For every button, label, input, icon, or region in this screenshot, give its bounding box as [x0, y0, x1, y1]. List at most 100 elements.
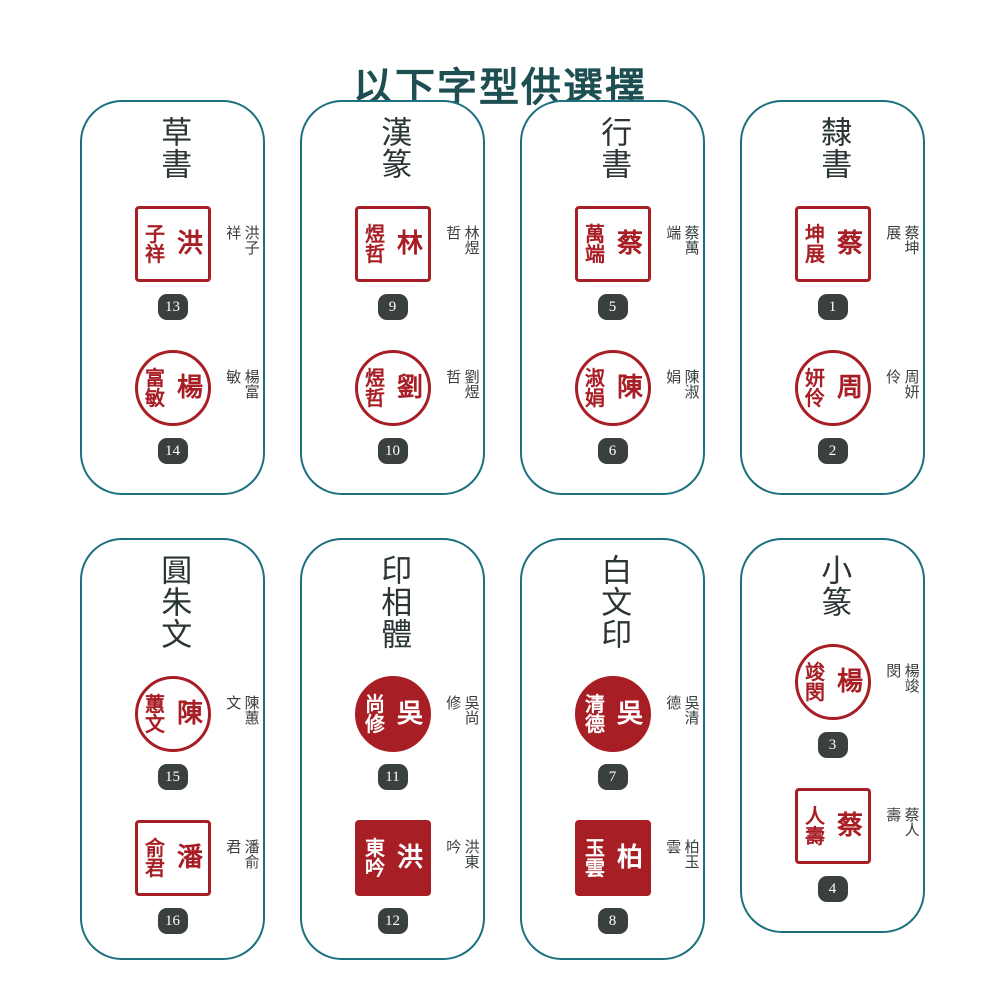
seal-number-badge[interactable]: 3	[817, 732, 848, 758]
seal-owner-name: 洪東吟	[444, 839, 481, 869]
seal-stamp-round-outline[interactable]: 淑娟陳	[574, 350, 651, 426]
seal-glyph-column-left: 俞君	[138, 823, 173, 893]
seal-glyph: 尚	[365, 692, 385, 716]
seal-row: 子祥洪洪子祥	[82, 206, 263, 282]
seal-row: 東吟洪洪東吟	[302, 820, 483, 896]
seal-number-badge[interactable]: 1	[817, 294, 848, 320]
seal-glyph-column-right: 柏	[613, 823, 648, 893]
seal-glyph: 蔡	[616, 229, 643, 259]
seal-block[interactable]: 淑娟陳陳淑娟 6	[522, 350, 703, 464]
seal-stamp-round-outline[interactable]: 竣閔楊	[794, 644, 871, 720]
seal-glyph: 娟	[585, 386, 605, 410]
seal-glyph: 子	[145, 222, 165, 246]
seal-stamp-square-outline[interactable]: 人壽蔡	[794, 788, 871, 864]
seal-glyph: 清	[585, 692, 605, 716]
seal-glyph-column-left: 東吟	[358, 823, 393, 893]
seal-glyph: 陳	[616, 373, 643, 403]
seal-stamp-square-outline[interactable]: 萬端蔡	[574, 206, 651, 282]
seal-glyph: 君	[145, 856, 165, 880]
seal-glyph: 周	[836, 373, 863, 403]
seal-stamp-round-outline[interactable]: 蕙文陳	[134, 676, 211, 752]
seal-number-badge[interactable]: 4	[817, 876, 848, 902]
seal-row: 人壽蔡蔡人壽	[742, 788, 923, 864]
seal-stamp-round-filled[interactable]: 清德吳	[574, 676, 651, 752]
seal-number-badge[interactable]: 11	[377, 764, 408, 790]
seal-glyph-column-right: 蔡	[613, 209, 648, 279]
seal-stamp-square-outline[interactable]: 煜哲林	[354, 206, 431, 282]
style-card-title: 行書	[595, 116, 632, 180]
seal-block[interactable]: 妍伶周周妍伶 2	[742, 350, 923, 464]
seal-number-badge[interactable]: 7	[597, 764, 628, 790]
seal-glyph-column-right: 周	[833, 353, 868, 423]
seal-glyph: 哲	[365, 386, 385, 410]
seal-block[interactable]: 東吟洪洪東吟 12	[302, 820, 483, 934]
style-card-title: 漢篆	[375, 116, 412, 180]
seal-block[interactable]: 子祥洪洪子祥 13	[82, 206, 263, 320]
seal-glyph: 蔡	[836, 811, 863, 841]
seal-glyph: 坤	[805, 222, 825, 246]
seal-number-badge[interactable]: 8	[597, 908, 628, 934]
seal-number-badge[interactable]: 2	[817, 438, 848, 464]
seal-stamp-round-outline[interactable]: 妍伶周	[794, 350, 871, 426]
seal-block[interactable]: 煜哲劉劉煜哲 10	[302, 350, 483, 464]
seal-glyph: 劉	[396, 373, 423, 403]
seal-glyph: 淑	[585, 366, 605, 390]
seal-number-badge[interactable]: 14	[157, 438, 188, 464]
seal-glyph: 陳	[176, 699, 203, 729]
seal-stamp-square-filled[interactable]: 東吟洪	[354, 820, 431, 896]
seal-glyph: 德	[585, 712, 605, 736]
seal-glyph: 妍	[805, 366, 825, 390]
seal-glyph: 富	[145, 366, 165, 390]
seal-glyph-column-left: 淑娟	[578, 353, 613, 423]
seal-number-badge[interactable]: 5	[597, 294, 628, 320]
seal-stamp-square-outline[interactable]: 坤展蔡	[794, 206, 871, 282]
seal-number-badge[interactable]: 9	[377, 294, 408, 320]
seal-glyph: 祥	[145, 242, 165, 266]
style-card-title: 隸書	[815, 116, 852, 180]
seal-stamp-round-outline[interactable]: 煜哲劉	[354, 350, 431, 426]
seal-stamp-square-filled[interactable]: 玉雲柏	[574, 820, 651, 896]
seal-glyph-column-right: 楊	[833, 647, 868, 717]
seal-number-badge[interactable]: 13	[157, 294, 188, 320]
seal-stamp-round-filled[interactable]: 尚修吳	[354, 676, 431, 752]
seal-block[interactable]: 人壽蔡蔡人壽 4	[742, 788, 923, 902]
seal-block[interactable]: 清德吳吳清德 7	[522, 676, 703, 790]
style-card-title: 印相體	[375, 554, 412, 650]
style-card-title: 小篆	[815, 554, 852, 618]
seal-number-badge[interactable]: 12	[377, 908, 408, 934]
seal-glyph: 雲	[585, 856, 605, 880]
seal-glyph-column-left: 煜哲	[358, 353, 393, 423]
seal-stamp-round-outline[interactable]: 富敏楊	[134, 350, 211, 426]
seal-number-badge[interactable]: 16	[157, 908, 188, 934]
seal-glyph: 伶	[805, 386, 825, 410]
seal-owner-name: 吳清德	[664, 695, 701, 725]
seal-glyph: 煜	[365, 366, 385, 390]
seal-stamp-square-outline[interactable]: 子祥洪	[134, 206, 211, 282]
seal-number-badge[interactable]: 15	[157, 764, 188, 790]
style-card-title: 白文印	[595, 554, 632, 650]
seal-glyph: 煜	[365, 222, 385, 246]
seal-glyph-column-right: 蔡	[833, 209, 868, 279]
seal-number-badge[interactable]: 6	[597, 438, 628, 464]
seal-glyph: 端	[585, 242, 605, 266]
seal-stamp-square-outline[interactable]: 俞君潘	[134, 820, 211, 896]
seal-number-badge[interactable]: 10	[377, 438, 408, 464]
seal-glyph-column-right: 洪	[393, 823, 428, 893]
